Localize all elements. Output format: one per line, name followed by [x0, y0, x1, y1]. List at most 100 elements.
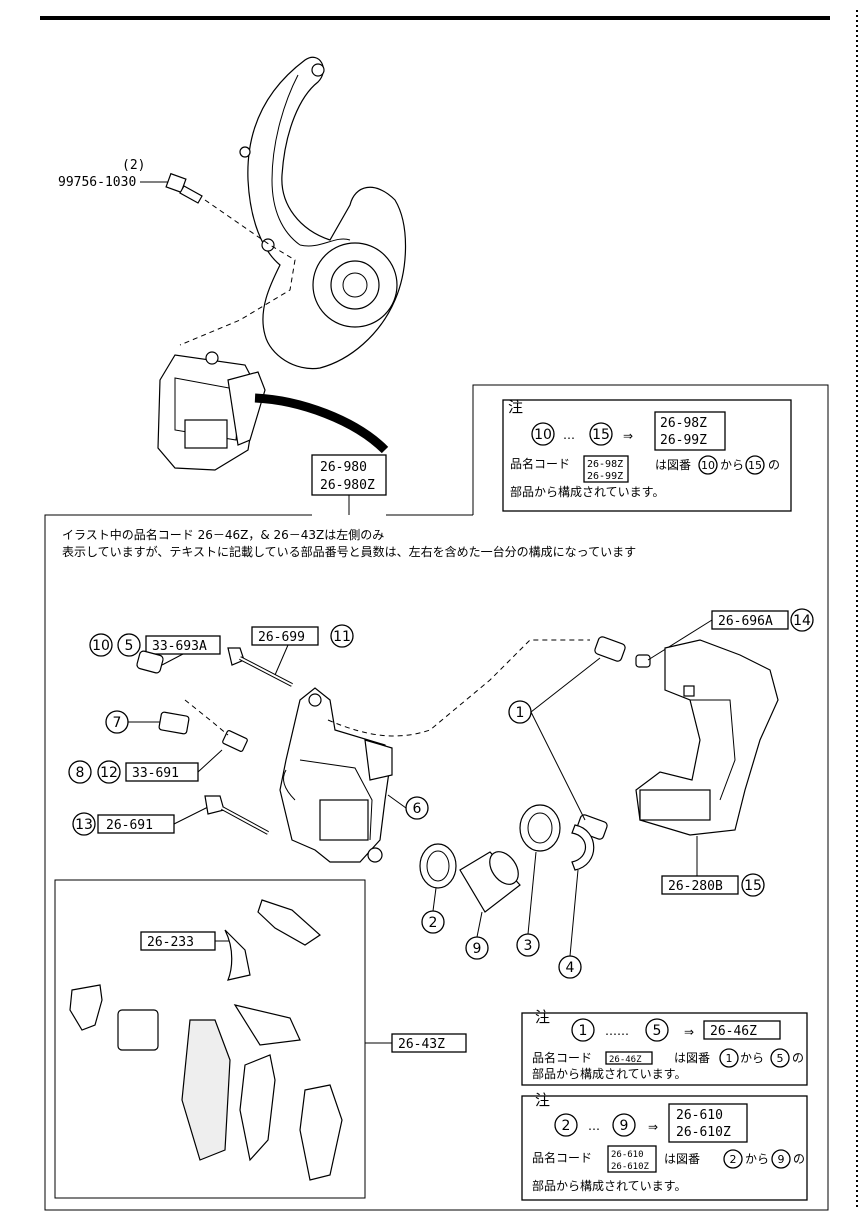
ref-6-text: 6 [413, 801, 422, 817]
note3-box [521, 1095, 808, 1201]
ref-3-text: 3 [524, 938, 533, 954]
note1-small-box [583, 455, 629, 483]
bleeder-leader [274, 644, 289, 676]
bolt-code: 99756-1030 [58, 175, 136, 190]
note1-from: から [720, 458, 744, 472]
note2-line2: 部品から構成されています。 [532, 1066, 686, 1081]
boot-leader [197, 749, 223, 773]
note2-code: 26-46Z [710, 1024, 757, 1039]
note1-small-2: 26-99Z [587, 471, 623, 482]
note1-ellipsis: … [563, 428, 575, 442]
pad-kit-frame [54, 879, 366, 1199]
caliper-code-2: 26-980Z [320, 478, 375, 493]
bracket-drawing [635, 639, 779, 836]
note3-small-box [607, 1145, 657, 1173]
caliper-pointer [254, 393, 389, 454]
caliper-dashed [327, 639, 590, 737]
bleeder-2-code: 26-691 [106, 818, 153, 833]
pad-kit-code: 26-43Z [398, 1037, 445, 1052]
ref-8 [68, 760, 92, 784]
ref-13 [72, 812, 96, 836]
clip-kit-code: 26-233 [147, 935, 194, 950]
bolt-dashed-line [179, 199, 296, 346]
caliper-code-box [311, 454, 387, 496]
intro-line1: イラスト中の品名コード 26－46Z，& 26－43Zは左側のみ [62, 527, 384, 542]
note1-ref-10b [698, 455, 718, 475]
note3-ref-2b-text: 2 [730, 1153, 737, 1166]
ref-2-text: 2 [429, 915, 438, 931]
bleeder-box [251, 626, 319, 646]
note3-tail: は図番 [664, 1152, 700, 1166]
note1-box [502, 399, 792, 512]
note1-ref-10 [531, 422, 555, 446]
bleeder-code: 26-699 [258, 630, 305, 645]
bracket-box [661, 875, 739, 895]
note2-code-box [703, 1020, 781, 1040]
ref-5-text: 5 [125, 638, 134, 654]
pad-kit-box [391, 1033, 467, 1053]
note2-title: 注 [535, 1008, 550, 1026]
note3-line1: 品名コード [532, 1150, 592, 1165]
main-frame [44, 384, 829, 1211]
seal-kit-code: 33-693A [152, 639, 207, 654]
caliper-body-drawing [279, 687, 393, 863]
pad-kit-drawing [69, 899, 343, 1181]
note1-small-1: 26-98Z [587, 459, 623, 470]
ref-9-text: 9 [473, 941, 482, 957]
note2-ref-1b-text: 1 [726, 1052, 733, 1065]
note3-title: 注 [535, 1091, 550, 1109]
note3-ref-2-text: 2 [562, 1118, 571, 1134]
knuckle-drawing [239, 56, 407, 370]
note1-ref-15 [589, 422, 613, 446]
note1-arrow: ⇒ [623, 429, 633, 443]
ref-3-leader [527, 851, 537, 935]
note3-small-2: 26-610Z [611, 1162, 650, 1172]
guide-pins [576, 636, 651, 840]
note3-of: の [793, 1152, 805, 1166]
note2-ref-1b [719, 1048, 739, 1068]
ref-12-text: 12 [100, 765, 118, 781]
note2-ref-5 [645, 1018, 669, 1042]
note1-code-2: 26-99Z [660, 433, 707, 448]
note2-tail: は図番 [674, 1051, 710, 1065]
note2-ref-1 [571, 1018, 595, 1042]
note2-ref-5-text: 5 [653, 1023, 662, 1039]
note1-ref-15b [745, 455, 765, 475]
note2-ref-5b [770, 1048, 790, 1068]
note3-line2: 部品から構成されています。 [532, 1178, 686, 1193]
caliper-code-1: 26-980 [320, 460, 367, 475]
note1-ref-15b-text: 15 [748, 459, 762, 472]
ref-1-text: 1 [516, 705, 525, 721]
ref-13-text: 13 [75, 817, 93, 833]
note3-ref-2 [554, 1113, 578, 1137]
ref-1-leader-b [530, 711, 586, 821]
ref-5 [117, 633, 141, 657]
note2-of: の [792, 1051, 804, 1065]
piston-parts [419, 804, 595, 913]
note1-line2: 部品から構成されています。 [510, 484, 664, 499]
note1-ref-15-text: 15 [592, 427, 610, 443]
note3-code-box [668, 1103, 748, 1143]
note1-ref-10b-text: 10 [701, 459, 715, 472]
note2-from: から [740, 1051, 764, 1065]
note2-ellipsis: …… [605, 1024, 629, 1038]
ref-14 [790, 608, 814, 632]
ref-2-leader [432, 887, 437, 912]
note3-arrow: ⇒ [648, 1120, 658, 1134]
note1-code-box [654, 411, 726, 451]
seal-dashed [184, 699, 229, 736]
ref-7-text: 7 [113, 715, 122, 731]
ref-4-text: 4 [566, 960, 575, 976]
ref-1-leader-a [530, 657, 601, 713]
note1-code-1: 26-98Z [660, 416, 707, 431]
note2-arrow: ⇒ [684, 1025, 694, 1039]
boot-code: 33-691 [132, 766, 179, 781]
note3-code-2: 26-610Z [676, 1125, 731, 1140]
ref-15-text: 15 [744, 878, 762, 894]
note1-of: の [768, 458, 780, 472]
ref-14-text: 14 [793, 613, 811, 629]
note3-ref-9b-text: 9 [778, 1153, 785, 1166]
note1-title: 注 [508, 398, 523, 416]
seal-kit-leader [161, 653, 184, 666]
